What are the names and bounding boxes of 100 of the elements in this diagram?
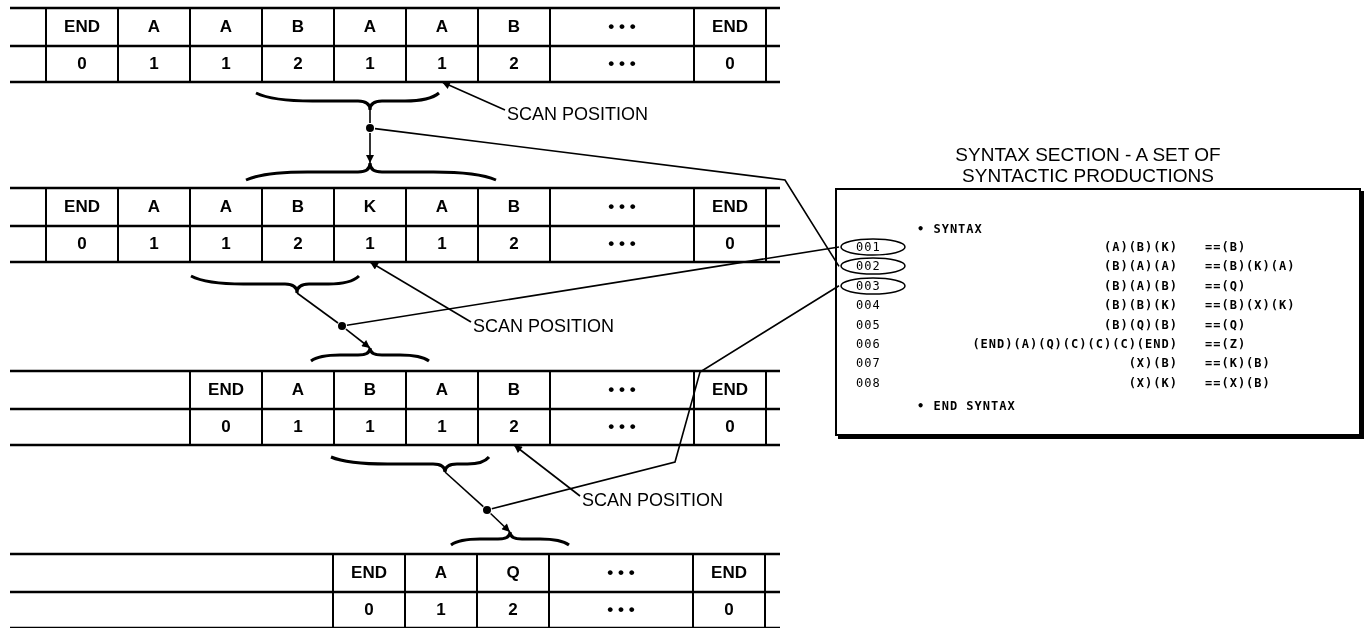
- connector-line: [374, 127, 840, 268]
- tape-cell-text: 1: [435, 599, 447, 621]
- rule-number: 008: [856, 375, 881, 390]
- tape-cell-text: 0: [724, 53, 736, 75]
- connector-line: [346, 246, 840, 326]
- rule-pattern: (B)(A)(A): [1103, 259, 1178, 274]
- arrow: [369, 261, 472, 323]
- tape-cell-text: 2: [292, 233, 304, 255]
- rule-pattern: (B)(Q)(B): [1103, 317, 1178, 332]
- tape-cell-text: Q: [505, 562, 521, 584]
- rule-number: 007: [856, 356, 881, 371]
- tape-cell-text: 1: [148, 53, 160, 75]
- tape-cell-text: 0: [724, 416, 736, 438]
- junction-dot: [483, 506, 491, 514]
- curly-brace: [310, 348, 430, 362]
- callout-text: SCAN POSITION: [582, 490, 724, 510]
- tape-cell-text: A: [433, 562, 449, 584]
- tape-cell-text: 1: [364, 53, 376, 75]
- tape-cell-text: 0: [76, 53, 88, 75]
- arrow: [489, 512, 511, 533]
- tape-cell-text: 2: [292, 53, 304, 75]
- section-marker: • END SYNTAX: [917, 399, 1016, 413]
- rule-pattern: (A)(B)(K): [1103, 240, 1178, 254]
- rule-replacement: ==(B): [1205, 240, 1247, 254]
- tape-cell-text: A: [218, 16, 234, 38]
- tape-cell-text: B: [362, 379, 378, 401]
- rule-pattern: (B)(B)(K): [1103, 298, 1178, 313]
- tape-cell-text: 1: [220, 53, 232, 75]
- tape-cell-text: 1: [292, 416, 304, 438]
- tape-cell-text: 2: [507, 599, 519, 621]
- tape-cell-text: A: [218, 196, 234, 218]
- section-marker: • SYNTAX: [917, 222, 983, 236]
- rule-pattern: (X)(B): [1128, 356, 1178, 371]
- panel-heading: SYNTAX SECTION - A SET OF SYNTACTIC PRODUCTIONS: [954, 144, 1222, 186]
- tape-cell-text: A: [146, 16, 162, 38]
- tape-cell-text: 2: [508, 233, 520, 255]
- tape-cell-text: 1: [436, 416, 448, 438]
- tape-cell-text: • • •: [607, 196, 637, 218]
- curly-brace: [255, 92, 440, 110]
- rule-pattern: (END)(A)(Q)(C)(C)(C)(END): [972, 337, 1178, 351]
- rule-replacement: ==(B)(X)(K): [1205, 298, 1296, 313]
- tape-cell-text: END: [711, 379, 749, 401]
- curly-brace: [245, 163, 497, 181]
- junction-dot: [366, 124, 374, 132]
- tape-cell-text: END: [710, 562, 748, 584]
- tape-cell-text: A: [362, 16, 378, 38]
- rule-replacement: ==(Z): [1205, 337, 1247, 351]
- rule-replacement: ==(B)(K)(A): [1205, 259, 1296, 274]
- rule-replacement: ==(Q): [1205, 278, 1247, 293]
- rule-number: 006: [856, 337, 881, 351]
- callout-text: SCAN POSITION: [507, 104, 649, 124]
- curly-brace: [190, 275, 360, 293]
- rule-number-oval: 003: [840, 276, 906, 295]
- tape-cell-text: END: [711, 16, 749, 38]
- arrow: [345, 328, 371, 349]
- connector-line: [491, 285, 840, 510]
- tape-cell-text: B: [290, 196, 306, 218]
- tape-cell-text: • • •: [607, 233, 637, 255]
- tape-cell-text: • • •: [607, 53, 637, 75]
- tape-cell-text: 0: [76, 233, 88, 255]
- tape-cell-text: K: [362, 196, 378, 218]
- tape-cell-text: END: [711, 196, 749, 218]
- tape-cell-text: END: [63, 16, 101, 38]
- rule-replacement: ==(K)(B): [1205, 356, 1271, 371]
- rule-replacement: ==(X)(B): [1205, 375, 1271, 390]
- tape-cell-text: • • •: [607, 379, 637, 401]
- arrow: [441, 81, 506, 111]
- tape-cell-text: A: [434, 16, 450, 38]
- junction-dot: [338, 322, 346, 330]
- rule-number: 005: [856, 317, 881, 332]
- tape-cell-text: 0: [363, 599, 375, 621]
- tape-cell-text: B: [506, 379, 522, 401]
- tape-cell-text: A: [434, 196, 450, 218]
- tape-cell-text: 0: [220, 416, 232, 438]
- rule-number: 004: [856, 298, 881, 313]
- tape-cell-text: 0: [724, 233, 736, 255]
- tape-cell-text: 1: [148, 233, 160, 255]
- tape-cell-text: • • •: [606, 562, 636, 584]
- tape-cell-text: B: [290, 16, 306, 38]
- tape-cell-text: 1: [436, 233, 448, 255]
- tape-cell-text: END: [207, 379, 245, 401]
- connector-line: [444, 471, 485, 508]
- tape-cell: 2: [478, 409, 550, 445]
- rule-replacement: ==(Q): [1205, 317, 1247, 332]
- tape-cell-text: 1: [220, 233, 232, 255]
- connector-line: [296, 292, 339, 324]
- arrow: [366, 132, 374, 164]
- curly-brace: [330, 456, 490, 472]
- rule-pattern: (X)(K): [1128, 375, 1178, 390]
- tape-cell-text: END: [63, 196, 101, 218]
- tape-cell-text: A: [290, 379, 306, 401]
- tape-cell-text: END: [350, 562, 388, 584]
- tape-cell-text: B: [506, 16, 522, 38]
- tape-cell-text: B: [506, 196, 522, 218]
- tape-cell-text: • • •: [607, 16, 637, 38]
- rule-number-oval: 002: [840, 257, 906, 276]
- rule-number-oval: 001: [840, 238, 906, 256]
- arrow: [513, 444, 581, 497]
- tape-cell-text: 1: [364, 416, 376, 438]
- curly-brace: [450, 532, 570, 546]
